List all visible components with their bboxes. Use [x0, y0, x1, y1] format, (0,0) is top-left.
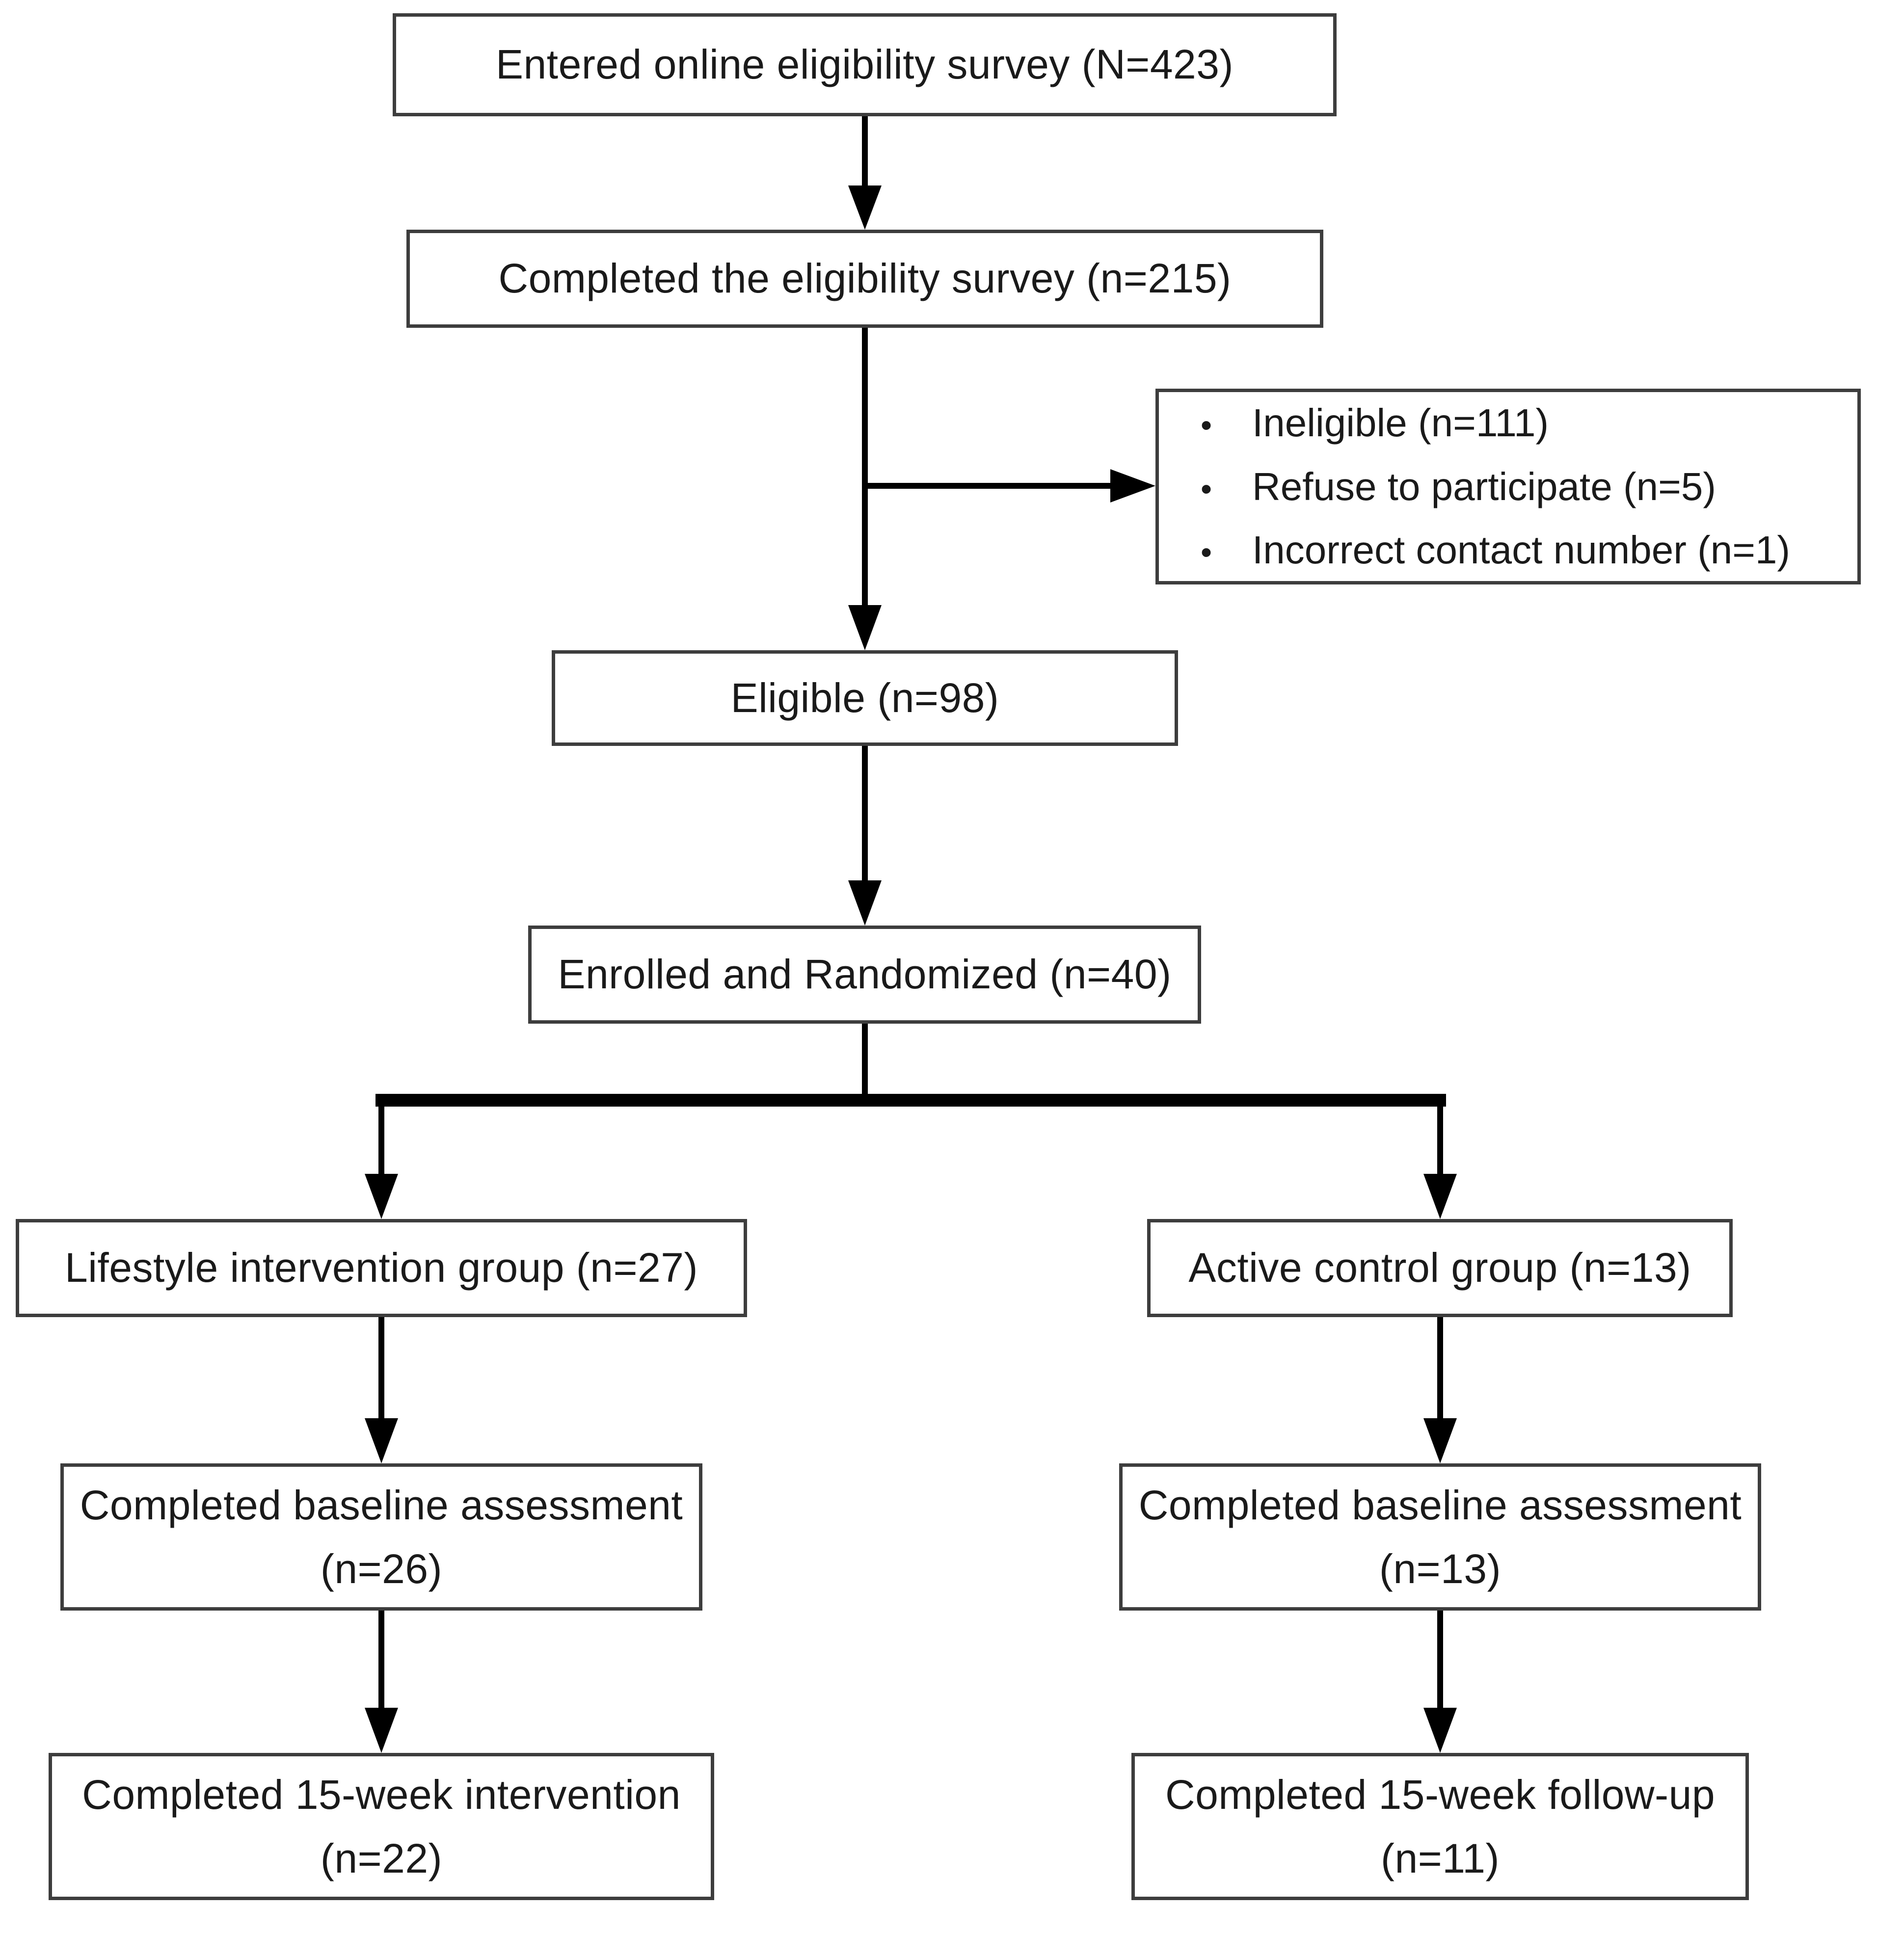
node-intervention-group-label: Lifestyle intervention group (n=27)	[65, 1245, 698, 1291]
excluded-reason-item: • Ineligible (n=111)	[1201, 391, 1843, 455]
excluded-reason-label: Refuse to participate (n=5)	[1252, 464, 1716, 508]
arrowhead-control-to-baseline	[1423, 1418, 1457, 1463]
node-control-complete: Completed 15-week follow-up (n=11)	[1131, 1753, 1749, 1900]
arrowhead-baseline-to-complete-intervention	[365, 1708, 398, 1753]
arrowhead-baseline-to-complete-control	[1423, 1708, 1457, 1753]
node-control-baseline-line1: Completed baseline assessment	[1138, 1482, 1742, 1528]
node-intervention-baseline: Completed baseline assessment (n=26)	[60, 1463, 702, 1611]
arrowhead-completed-to-eligible	[848, 605, 882, 650]
node-entered-survey-label: Entered online eligibility survey (N=423…	[496, 41, 1234, 88]
node-completed-survey-label: Completed the eligibility survey (n=215)	[498, 255, 1232, 302]
node-entered-survey: Entered online eligibility survey (N=423…	[393, 13, 1337, 116]
excluded-reasons-list: • Ineligible (n=111) • Refuse to partici…	[1159, 391, 1857, 582]
arrowhead-entered-to-completed	[848, 185, 882, 230]
bullet-icon: •	[1201, 534, 1212, 571]
node-intervention-baseline-line1: Completed baseline assessment	[80, 1482, 683, 1528]
node-control-baseline: Completed baseline assessment (n=13)	[1119, 1463, 1761, 1611]
node-eligible-label: Eligible (n=98)	[730, 674, 999, 721]
node-excluded-reasons: • Ineligible (n=111) • Refuse to partici…	[1155, 389, 1861, 584]
node-enrolled-randomized-label: Enrolled and Randomized (n=40)	[558, 951, 1172, 998]
node-control-group: Active control group (n=13)	[1147, 1219, 1733, 1317]
node-enrolled-randomized: Enrolled and Randomized (n=40)	[528, 926, 1201, 1024]
node-completed-survey: Completed the eligibility survey (n=215)	[406, 230, 1323, 328]
node-intervention-baseline-line2: (n=26)	[320, 1546, 443, 1592]
node-eligible: Eligible (n=98)	[552, 650, 1178, 746]
node-intervention-complete-line1: Completed 15-week intervention	[82, 1771, 681, 1818]
excluded-reason-label: Incorrect contact number (n=1)	[1252, 528, 1791, 572]
node-control-baseline-line2: (n=13)	[1379, 1546, 1502, 1592]
node-intervention-group: Lifestyle intervention group (n=27)	[16, 1219, 747, 1317]
arrowhead-split-to-intervention	[365, 1174, 398, 1219]
arrowhead-branch-to-excluded	[1110, 469, 1155, 503]
node-control-complete-line1: Completed 15-week follow-up	[1165, 1771, 1716, 1818]
node-control-complete-line2: (n=11)	[1381, 1835, 1500, 1881]
bullet-icon: •	[1201, 470, 1212, 507]
arrowhead-eligible-to-enrolled	[848, 880, 882, 926]
node-control-group-label: Active control group (n=13)	[1188, 1245, 1691, 1291]
node-intervention-complete: Completed 15-week intervention (n=22)	[49, 1753, 714, 1900]
excluded-reason-item: • Refuse to participate (n=5)	[1201, 455, 1843, 519]
node-intervention-complete-line2: (n=22)	[320, 1835, 443, 1881]
arrowhead-intervention-to-baseline	[365, 1418, 398, 1463]
arrowhead-split-to-control	[1423, 1174, 1457, 1219]
excluded-reason-item: • Incorrect contact number (n=1)	[1201, 518, 1843, 582]
bullet-icon: •	[1201, 407, 1212, 444]
excluded-reason-label: Ineligible (n=111)	[1252, 401, 1549, 445]
